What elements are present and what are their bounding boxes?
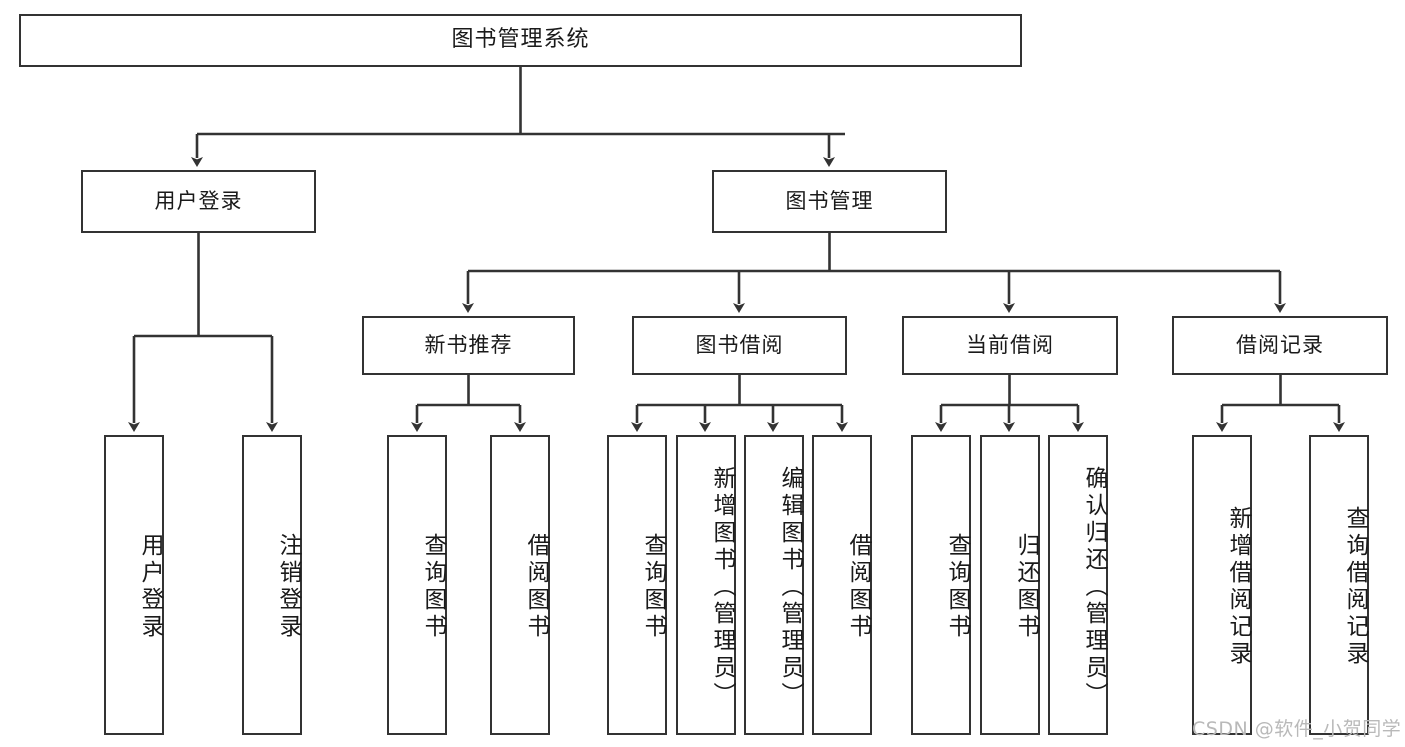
node-label: 当前借阅 xyxy=(966,332,1054,357)
node-label: 借阅图书 xyxy=(523,533,549,641)
node-label: 图书借阅 xyxy=(695,332,784,357)
leaf-book-borrow-edit-book-admin[interactable]: 编辑图书（管理员） xyxy=(744,435,804,735)
node-label: 用户登录 xyxy=(154,188,243,213)
leaf-user-login-login[interactable]: 用户登录 xyxy=(104,435,164,735)
leaf-borrow-record-add-record[interactable]: 新增借阅记录 xyxy=(1192,435,1252,735)
node-label: 查询图书 xyxy=(420,533,446,641)
leaf-book-borrow-query-book[interactable]: 查询图书 xyxy=(607,435,667,735)
node-label: 查询图书 xyxy=(640,533,666,641)
leaf-current-borrow-confirm-return-admin[interactable]: 确认归还（管理员） xyxy=(1048,435,1108,735)
node-label: 新增图书（管理员） xyxy=(709,465,735,709)
node-label: 用户登录 xyxy=(137,533,163,641)
node-label: 新增借阅记录 xyxy=(1225,506,1251,668)
node-user-login[interactable]: 用户登录 xyxy=(81,170,316,233)
leaf-book-borrow-borrow-book[interactable]: 借阅图书 xyxy=(812,435,872,735)
leaf-current-borrow-query-book[interactable]: 查询图书 xyxy=(911,435,971,735)
node-label: 新书推荐 xyxy=(424,332,513,357)
node-label: 图书管理系统 xyxy=(451,27,590,53)
node-current-borrow[interactable]: 当前借阅 xyxy=(902,316,1118,375)
leaf-current-borrow-return-book[interactable]: 归还图书 xyxy=(980,435,1040,735)
node-label: 查询借阅记录 xyxy=(1342,506,1368,668)
node-book-management[interactable]: 图书管理 xyxy=(712,170,947,233)
leaf-user-login-logout[interactable]: 注销登录 xyxy=(242,435,302,735)
leaf-borrow-record-query-record[interactable]: 查询借阅记录 xyxy=(1309,435,1369,735)
node-label: 借阅图书 xyxy=(845,533,871,641)
node-label: 归还图书 xyxy=(1013,533,1039,641)
node-label: 图书管理 xyxy=(785,188,874,213)
node-label: 借阅记录 xyxy=(1236,332,1324,357)
leaf-new-book-query-book[interactable]: 查询图书 xyxy=(387,435,447,735)
node-new-book-recommend[interactable]: 新书推荐 xyxy=(362,316,575,375)
node-root-book-management-system[interactable]: 图书管理系统 xyxy=(19,14,1022,67)
node-book-borrow[interactable]: 图书借阅 xyxy=(632,316,847,375)
node-label: 确认归还（管理员） xyxy=(1081,465,1107,709)
csdn-watermark: CSDN @软件_小贺同学 xyxy=(1192,718,1402,740)
node-label: 编辑图书（管理员） xyxy=(777,465,803,709)
leaf-book-borrow-add-book-admin[interactable]: 新增图书（管理员） xyxy=(676,435,736,735)
leaf-new-book-borrow-book[interactable]: 借阅图书 xyxy=(490,435,550,735)
node-borrow-record[interactable]: 借阅记录 xyxy=(1172,316,1388,375)
node-label: 注销登录 xyxy=(275,533,301,641)
node-label: 查询图书 xyxy=(944,533,970,641)
